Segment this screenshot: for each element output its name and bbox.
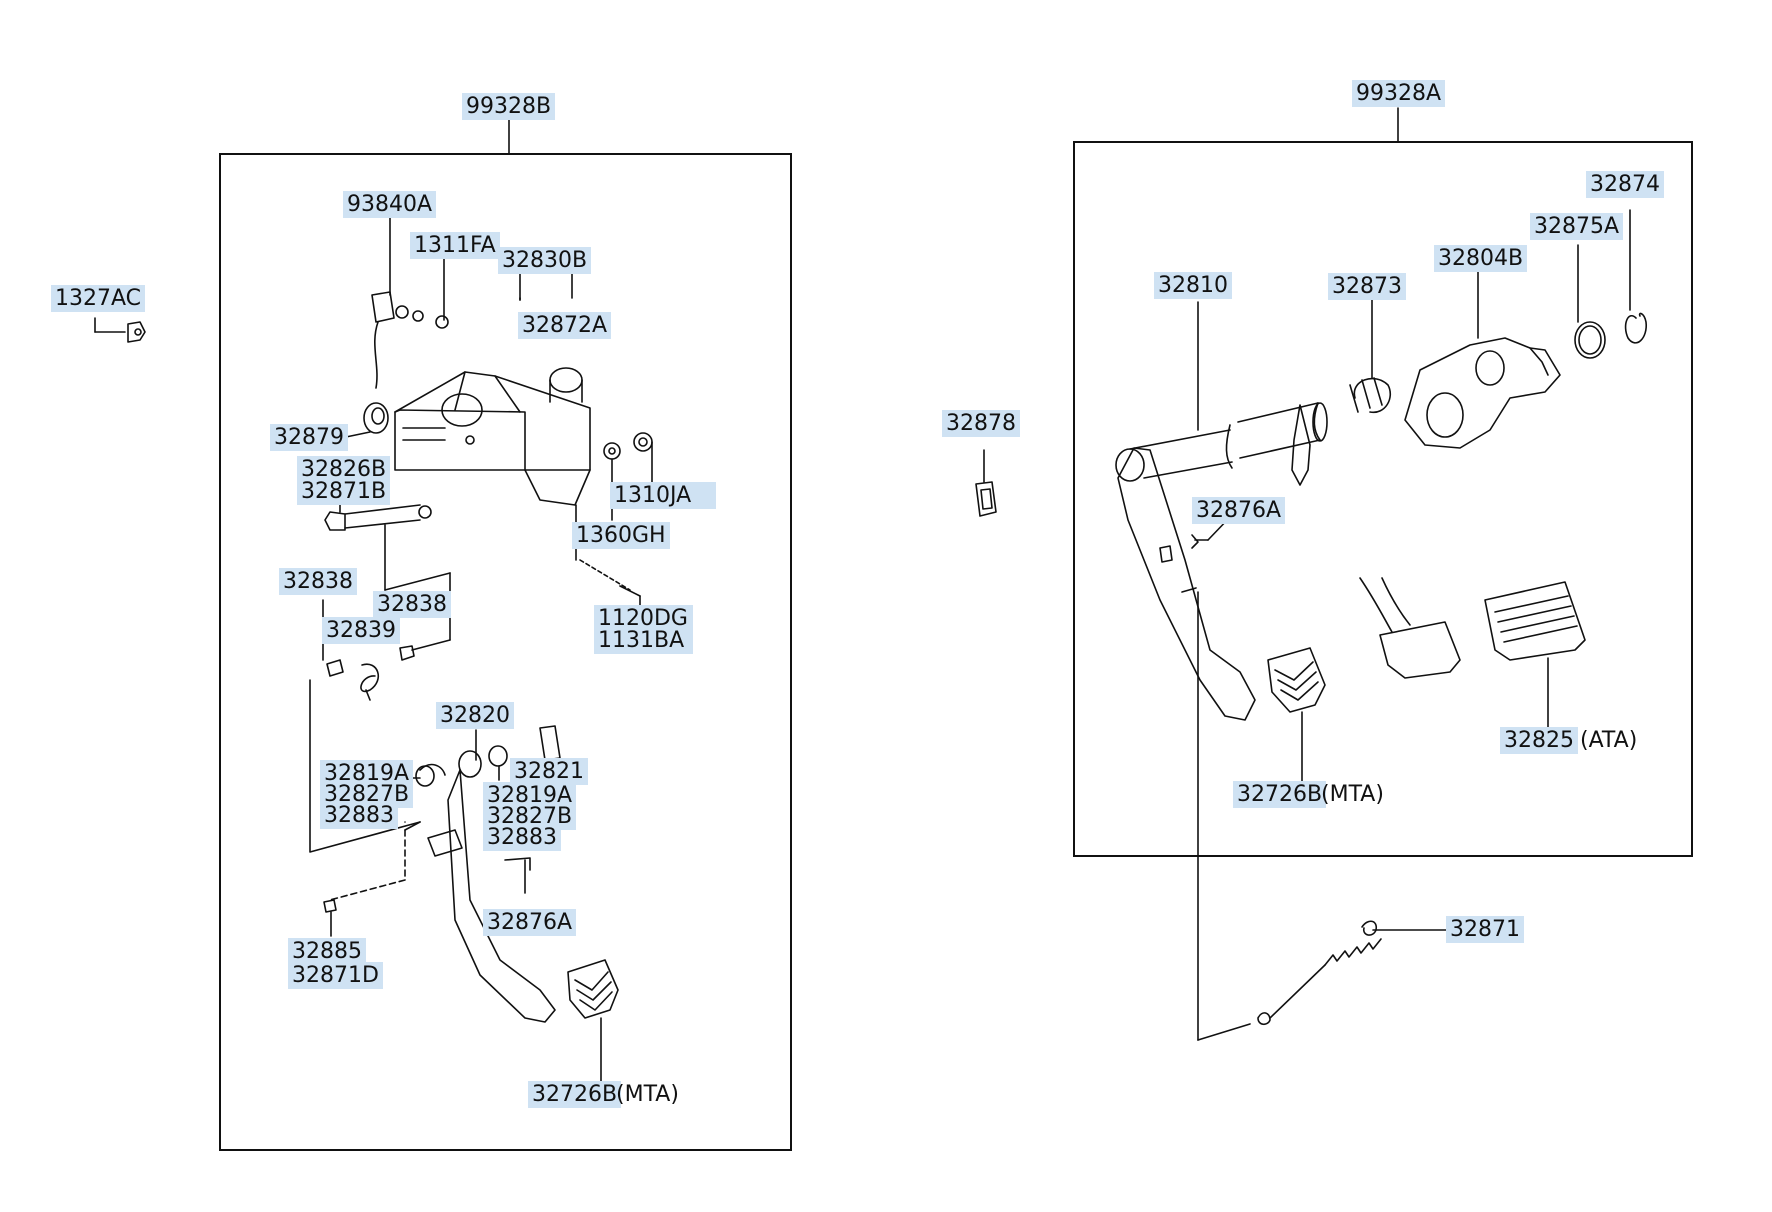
part-label-32871D: 32871D [288,962,383,989]
part-label-93840A: 93840A [343,191,437,218]
nut-1327AC-drawing [94,317,146,343]
part-label-32804B: 32804B [1434,245,1528,272]
part-label-32883-right: 32883 [483,824,561,851]
bracket-32804B-drawing [1404,271,1561,449]
brake-pad-mta-right-drawing [1267,647,1326,786]
part-label-32839: 32839 [322,617,400,644]
part-label-32875A: 32875A [1530,213,1624,240]
part-label-32872A: 32872A [518,312,612,339]
part-label-32821: 32821 [510,758,588,785]
part-label-32871B: 32871B [297,478,391,505]
part-label-1311FA: 1311FA [410,232,500,259]
ring-32875A-drawing [1574,244,1606,359]
assembly-label-99328B: 99328B [462,93,556,120]
part-label-32876A-left: 32876A [483,909,577,936]
part-label-32878: 32878 [942,410,1020,437]
brake-pedal-ata-drawing [1359,577,1586,741]
part-label-32838-left: 32838 [279,568,357,595]
clutch-pedal-drawing [323,725,561,1023]
stopper-32878-drawing [975,449,997,517]
part-label-32825: 32825 [1500,727,1578,754]
part-label-32830B: 32830B [498,247,592,274]
part-label-32726B-left-suffix: (MTA) [616,1082,679,1107]
part-label-32825-suffix: (ATA) [1580,728,1638,753]
part-label-32726B-right-suffix: (MTA) [1321,782,1384,807]
part-label-1310JA: 1310JA [610,482,716,509]
part-label-32726B-right: 32726B [1233,781,1327,808]
part-label-1131BA: 1131BA [594,627,693,654]
part-label-32820: 32820 [436,702,514,729]
part-label-32874: 32874 [1586,171,1664,198]
part-label-1360GH: 1360GH [572,522,670,549]
right-assembly-frame [1073,141,1693,857]
brake-pedal-drawing [1115,301,1328,1041]
return-spring-32871-drawing [1257,920,1451,1026]
left-assembly-frame [219,153,792,1151]
part-label-32838-right: 32838 [373,591,451,618]
part-label-32883-left: 32883 [320,802,398,829]
bushing-32879-drawing [345,402,389,438]
stop-lamp-switch-drawing [371,217,449,389]
part-label-32810: 32810 [1154,272,1232,299]
assembly-label-99328A: 99328A [1352,80,1446,107]
bushing-32873-drawing [1349,299,1392,414]
part-label-32871: 32871 [1446,916,1524,943]
part-label-32885: 32885 [288,938,366,965]
clip-32874-drawing [1624,209,1647,344]
clutch-pad-left-drawing [567,959,619,1089]
part-label-32876A-right: 32876A [1192,497,1286,524]
part-label-32873: 32873 [1328,273,1406,300]
part-label-32879: 32879 [270,424,348,451]
part-label-1327AC: 1327AC [51,285,146,312]
part-label-32726B-left: 32726B [528,1081,622,1108]
